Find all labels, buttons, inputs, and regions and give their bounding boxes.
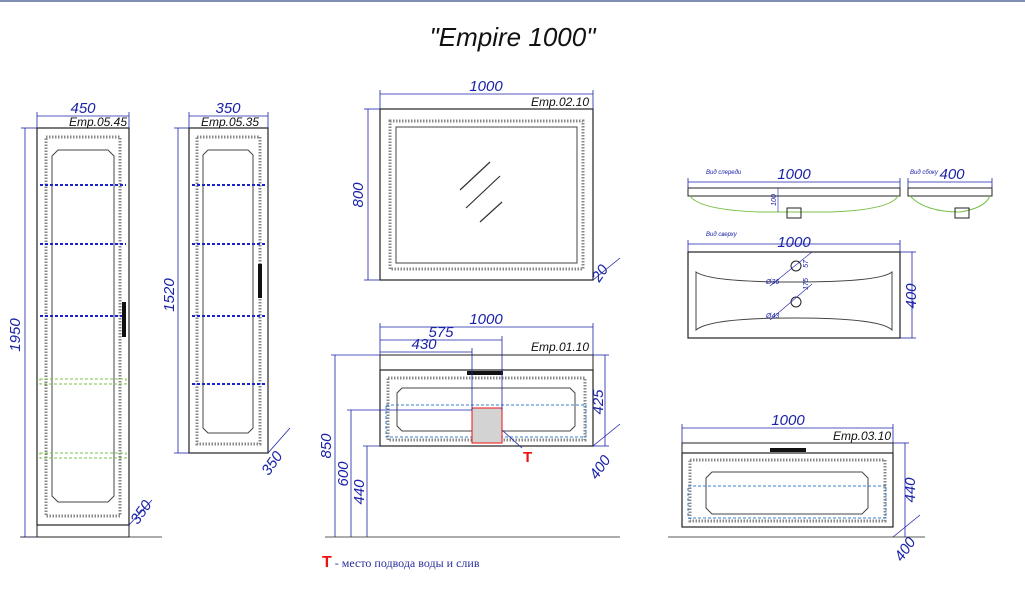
vanity-width-label: 1000: [469, 311, 503, 328]
mirror: 1000 Emp.02.10 800 20: [350, 78, 621, 286]
mid-depth-label: 350: [258, 448, 287, 479]
water-connection-zone: [471, 407, 503, 444]
vanity-handle: [467, 371, 503, 375]
mid-cabinet-door-frame: [195, 135, 262, 446]
tall-cabinet-handle: [122, 302, 126, 337]
sink-top-view-label: Вид сверху: [706, 232, 738, 238]
sink-faucet-hole: [790, 260, 802, 272]
mid-code-label: Emp.05.35: [201, 115, 259, 129]
vanity: T 1000 575 430 Emp.01.10 425 400 850 600…: [318, 311, 621, 538]
low-code-label: Emp.03.10: [833, 429, 891, 443]
low-height-label: 440: [902, 477, 919, 503]
mirror-glare: [459, 161, 491, 191]
sink-top-width: 1000: [777, 234, 811, 251]
low-cabinet-drawer-frame: [688, 458, 887, 523]
mirror-height-label: 800: [350, 182, 367, 208]
sink-hole2-label: Ø43: [765, 313, 779, 320]
vanity-425-label: 425: [590, 389, 607, 415]
sink-front-width: 1000: [777, 166, 811, 183]
sink-views: Вид спереди 1000 100 Вид сбоку 400 Вид с…: [687, 166, 993, 339]
legend-text: - место подвода воды и слив: [334, 556, 480, 570]
low-cabinet-inner-dashed: [687, 485, 887, 519]
sink-front-drain: [786, 207, 802, 219]
mirror-code-label: Emp.02.10: [531, 95, 589, 109]
mirror-body: [379, 108, 594, 281]
mirror-frame: [388, 119, 585, 271]
sink-side-bowl: [909, 195, 991, 213]
tall-cabinet-panel: [51, 149, 115, 503]
mid-height-label: 1520: [161, 278, 178, 312]
mirror-depth-label: 20: [588, 261, 612, 286]
sink-side-drain: [954, 207, 970, 219]
sink-hole1-label: Ø36: [765, 279, 779, 286]
sink-side-rim: [907, 187, 993, 197]
tall-depth-label: 350: [127, 497, 156, 528]
sink-front-view-label: Вид спереди: [706, 170, 742, 176]
tall-cabinet-body: [36, 127, 130, 526]
legend-mark: T: [322, 554, 332, 571]
vanity-top: [379, 354, 594, 371]
tall-width-label: 450: [70, 100, 96, 117]
sink-top-depth: 400: [903, 283, 920, 309]
tall-code-label: Emp.05.45: [69, 115, 127, 129]
vanity-depth-label: 400: [586, 452, 615, 483]
low-cabinet-handle: [770, 448, 806, 452]
tall-shelf-glass: [39, 378, 127, 385]
mid-cabinet: 350 Emp.05.35 1520 350: [161, 100, 291, 479]
mirror-glare: [479, 201, 503, 223]
vanity-body: [379, 369, 594, 447]
vanity-code-label: Emp.01.10: [531, 340, 589, 354]
vanity-drawer-panel: [396, 387, 576, 432]
sink-dim-175: 175: [803, 278, 810, 290]
mid-cabinet-body: [188, 127, 269, 454]
mirror-width-label: 1000: [469, 78, 503, 95]
sink-drain-hole: [790, 296, 802, 308]
mid-width-label: 350: [215, 100, 241, 117]
low-cabinet: 1000 Emp.03.10 440 400: [668, 412, 925, 565]
top-border-line: [0, 0, 1025, 2]
low-depth-label: 400: [891, 534, 920, 565]
low-cabinet-panel: [705, 471, 869, 515]
mirror-glass: [395, 126, 578, 264]
vanity-440-label: 440: [351, 479, 368, 505]
sink-side-width: 400: [939, 166, 965, 183]
vanity-850-label: 850: [318, 433, 335, 459]
mid-cabinet-handle: [258, 264, 262, 298]
tall-height-label: 1950: [7, 318, 24, 352]
sink-dim-57: 57: [803, 259, 810, 268]
legend: T - место подвода воды и слив: [322, 554, 480, 572]
mirror-glare: [465, 175, 501, 209]
sink-front-depth: 100: [771, 194, 778, 206]
tall-shelf-glass: [39, 452, 127, 459]
mid-cabinet-panel: [202, 149, 254, 434]
tall-cabinet-plinth: [36, 524, 130, 538]
sink-top-bowl: [695, 270, 893, 332]
vanity-575-label: 575: [428, 324, 454, 341]
water-mark-T: T: [523, 449, 532, 466]
sink-side-view-label: Вид сбоку: [910, 170, 939, 176]
sink-top-outline: [687, 251, 901, 339]
page-title: "Empire 1000": [429, 22, 596, 52]
sink-front-bowl: [689, 195, 899, 213]
vanity-430-label: 430: [411, 336, 437, 353]
vanity-600-label: 600: [335, 461, 352, 487]
tall-cabinet: 450 Emp.05.45 1950 350: [7, 100, 162, 538]
low-cabinet-body: [681, 452, 894, 528]
low-width-label: 1000: [771, 412, 805, 429]
sink-front-rim: [687, 187, 901, 197]
tall-cabinet-door-frame: [44, 135, 122, 518]
